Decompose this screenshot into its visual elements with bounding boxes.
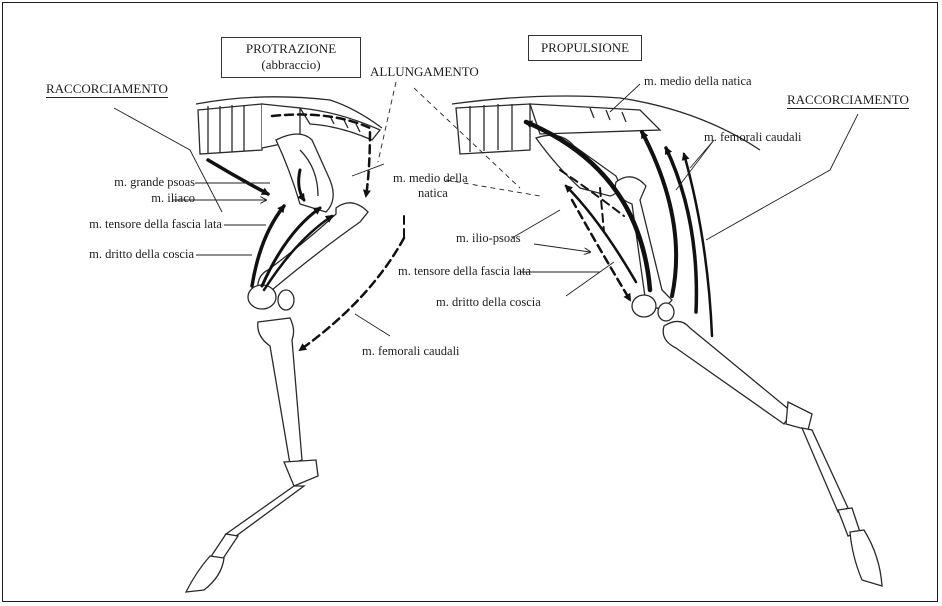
- label-tensore-right: m. tensore della fascia lata: [398, 264, 531, 278]
- propulsione-title: PROPULSIONE: [529, 40, 641, 56]
- left-skeleton: [186, 97, 382, 592]
- label-medio-left-2: natica: [418, 186, 448, 200]
- label-tensore-left: m. tensore della fascia lata: [89, 217, 222, 231]
- protrazione-box: PROTRAZIONE (abbraccio): [221, 37, 361, 78]
- label-femorali-left: m. femorali caudali: [362, 344, 460, 358]
- label-grande-psoas: m. grande psoas: [114, 175, 195, 189]
- label-dritto-right: m. dritto della coscia: [436, 295, 541, 309]
- label-iliaco: m. iliaco: [151, 191, 195, 205]
- label-medio-right: m. medio della natica: [644, 74, 752, 88]
- propulsione-box: PROPULSIONE: [528, 35, 642, 61]
- raccorciamento-left-label: RACCORCIAMENTO: [46, 82, 168, 98]
- protrazione-title: PROTRAZIONE: [222, 41, 360, 57]
- label-ilio-psoas: m. ilio-psoas: [456, 231, 521, 245]
- protrazione-subtitle: (abbraccio): [222, 57, 360, 73]
- label-medio-left-1: m. medio della: [393, 171, 468, 185]
- allungamento-label: ALLUNGAMENTO: [370, 65, 479, 79]
- right-skeleton: [452, 96, 882, 586]
- label-femorali-right: m. femorali caudali: [704, 130, 802, 144]
- label-dritto-left: m. dritto della coscia: [89, 247, 194, 261]
- raccorciamento-right-label: RACCORCIAMENTO: [787, 93, 909, 109]
